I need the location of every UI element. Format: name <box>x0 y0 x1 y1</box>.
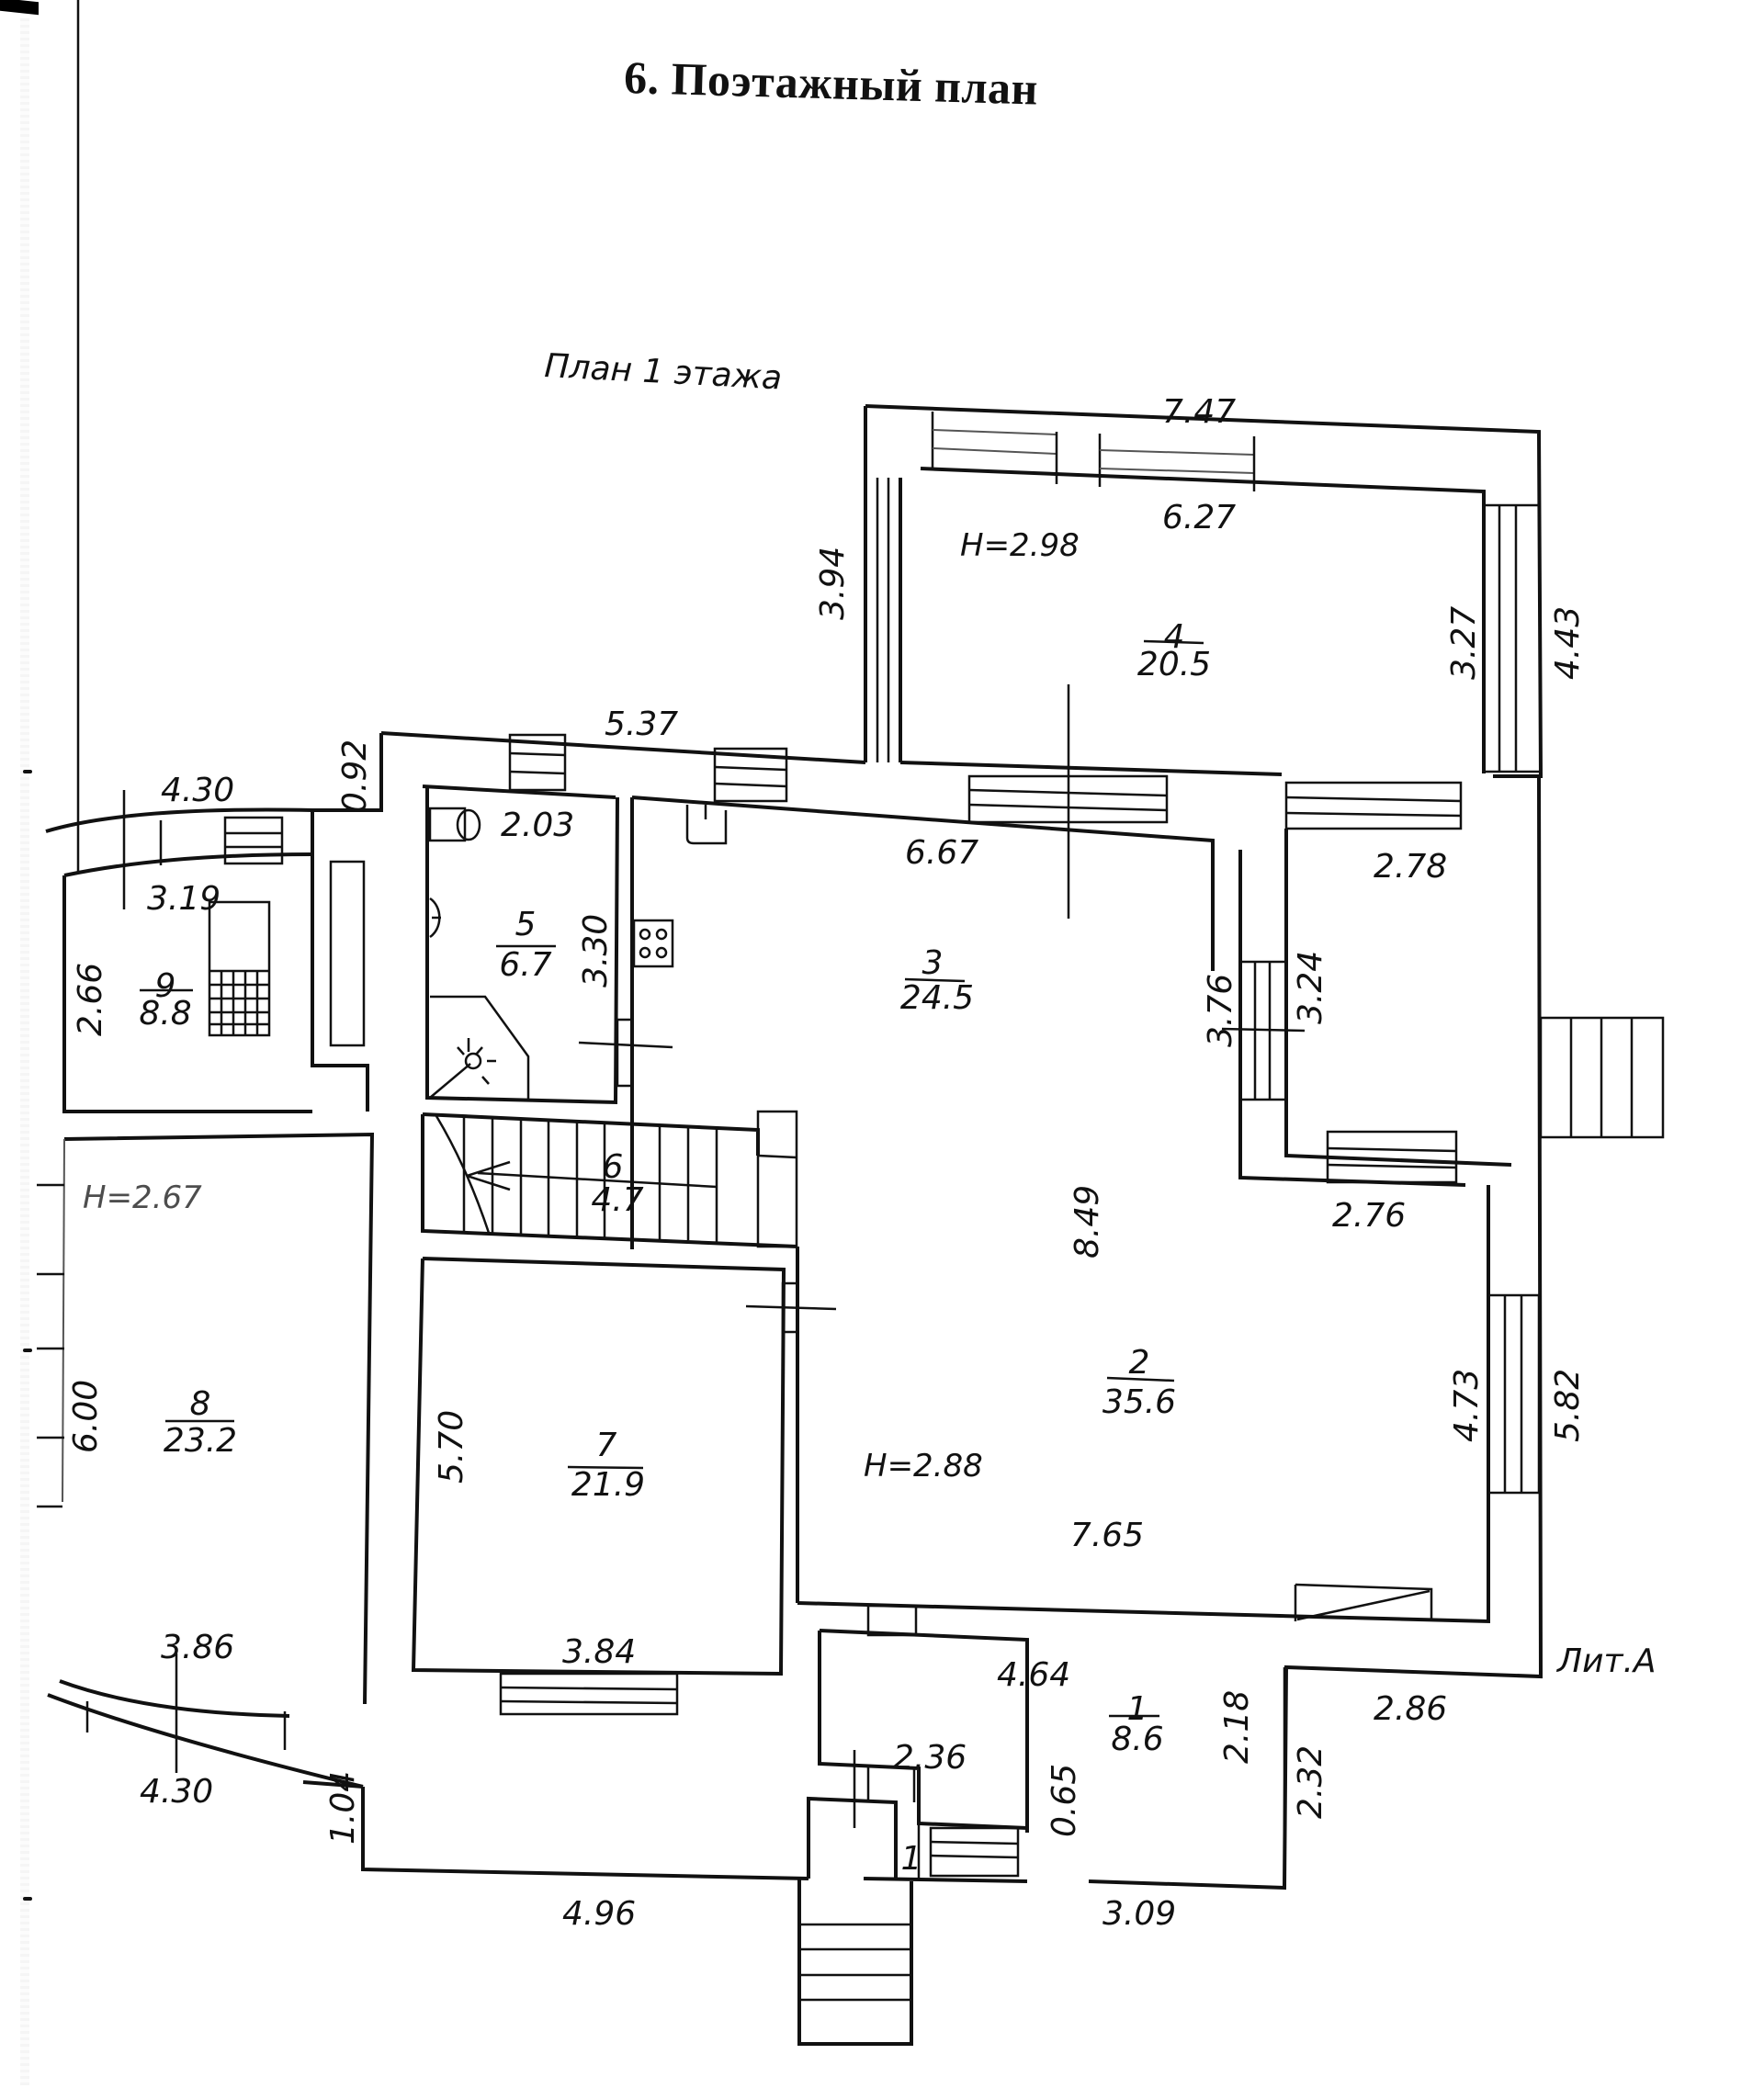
dim-3-09: 3.09 <box>1102 1895 1176 1933</box>
dim-2-32: 2.32 <box>1292 1745 1329 1819</box>
dim-3-24: 3.24 <box>1292 951 1329 1024</box>
ceiling-height-room-2: H=2.88 <box>864 1448 983 1484</box>
room-area: 8.8 <box>139 995 191 1033</box>
dim-3-27: 3.27 <box>1445 606 1483 680</box>
room-6-stairs <box>421 1110 798 1248</box>
liter-label: Лит.А <box>1555 1642 1657 1680</box>
outer-walls <box>45 731 1544 1890</box>
room-label-8: 8 23.2 <box>164 1385 237 1460</box>
dim-3-86: 3.86 <box>161 1629 234 1666</box>
dim-4-96: 4.96 <box>562 1895 636 1933</box>
dim-2-18: 2.18 <box>1218 1690 1256 1764</box>
room-label-2: 2 35.6 <box>1102 1344 1176 1421</box>
room-label-7: 7 21.9 <box>567 1427 645 1504</box>
dim-2-86: 2.86 <box>1374 1690 1447 1728</box>
room-label-4: 4 20.5 <box>1137 618 1211 683</box>
dim-0-92: 0.92 <box>336 739 374 813</box>
room-area: 21.9 <box>571 1466 645 1504</box>
scan-edge <box>20 18 29 2085</box>
dim-3-19: 3.19 <box>147 880 220 918</box>
room-9 <box>62 0 369 1113</box>
ceiling-height-room-8: H=2.67 <box>83 1179 202 1216</box>
room-number: 7 <box>596 1427 617 1464</box>
room-number: 2 <box>1129 1344 1150 1382</box>
room-number: 3 <box>922 944 944 982</box>
room-label-3: 3 24.5 <box>900 944 974 1017</box>
dim-4-30-bottom: 4.30 <box>140 1773 213 1811</box>
room-label-1: 1 8.6 <box>1109 1690 1164 1758</box>
dim-2-36: 2.36 <box>893 1739 967 1777</box>
room-3 <box>578 797 1665 1249</box>
dim-6-27: 6.27 <box>1162 499 1236 536</box>
dim-4-64: 4.64 <box>997 1656 1070 1694</box>
dim-7-65: 7.65 <box>1070 1517 1144 1554</box>
dim-4-73: 4.73 <box>1448 1369 1486 1442</box>
room-8 <box>37 1132 375 1773</box>
room-area: 6.7 <box>499 946 551 984</box>
ceiling-height-room-4: H=2.98 <box>960 527 1080 564</box>
dim-4-43: 4.43 <box>1549 606 1587 680</box>
scan-tick <box>23 770 32 773</box>
dim-3-94: 3.94 <box>814 547 852 620</box>
dim-8-49: 8.49 <box>1069 1185 1106 1258</box>
top-wall-windows <box>422 733 1463 971</box>
room-number: 9 <box>155 967 176 1005</box>
room-2 <box>797 1185 1541 1624</box>
scan-tick <box>23 1897 32 1901</box>
room-number: 1 <box>1127 1690 1148 1728</box>
room-area: 23.2 <box>164 1422 237 1460</box>
room-label-6: 6 4.7 <box>591 1148 643 1219</box>
room-number: 4 <box>1164 618 1185 656</box>
room-area: 24.5 <box>900 979 974 1017</box>
room-area: 35.6 <box>1102 1383 1176 1421</box>
dim-2-03: 2.03 <box>501 807 574 844</box>
dim-7-47: 7.47 <box>1162 393 1236 431</box>
dim-1-04: 1.04 <box>324 1771 362 1845</box>
dim-2-76: 2.76 <box>1332 1197 1406 1235</box>
boiler-grid <box>209 969 269 1035</box>
scan-tick <box>23 1349 32 1352</box>
room-7 <box>411 1247 837 1716</box>
dim-3-30: 3.30 <box>577 914 615 988</box>
dim-2-78: 2.78 <box>1374 848 1447 886</box>
room-area: 4.7 <box>591 1181 643 1219</box>
dim-5-82: 5.82 <box>1549 1369 1587 1442</box>
room-number: 5 <box>515 906 537 943</box>
room-label-5: 5 6.7 <box>496 906 556 984</box>
dim-6-00: 6.00 <box>67 1380 105 1453</box>
room-area: 20.5 <box>1137 646 1211 683</box>
dim-6-67: 6.67 <box>905 834 978 872</box>
plan-subtitle: План 1 этажа <box>544 347 784 397</box>
porch-label: 1 <box>901 1840 922 1878</box>
room-1 <box>797 1604 1286 2046</box>
dim-5-70: 5.70 <box>433 1410 470 1484</box>
room-label-9: 9 8.8 <box>139 967 193 1033</box>
room-4 <box>864 404 1544 919</box>
dim-3-84: 3.84 <box>562 1633 636 1671</box>
room-5 <box>425 785 619 1105</box>
dim-4-30-top: 4.30 <box>161 772 234 809</box>
dim-2-66: 2.66 <box>72 963 109 1036</box>
dim-3-76: 3.76 <box>1202 974 1239 1047</box>
dim-0-65: 0.65 <box>1046 1764 1083 1837</box>
dim-5-37: 5.37 <box>605 705 678 743</box>
room-number: 6 <box>603 1148 624 1186</box>
room-number: 8 <box>190 1385 211 1423</box>
room-area: 8.6 <box>1111 1721 1163 1758</box>
